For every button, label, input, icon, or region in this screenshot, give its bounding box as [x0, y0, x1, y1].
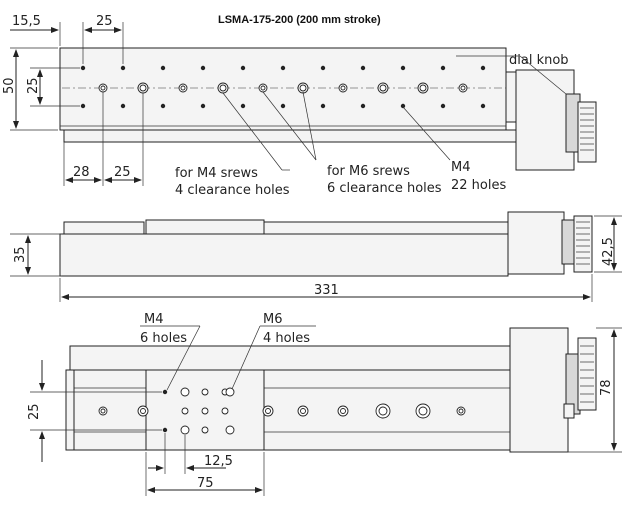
bottom-view: M4 6 holes M6 4 holes 25 78 12,5 75 — [27, 312, 622, 496]
dim-12-5: 12,5 — [204, 454, 233, 469]
bottom-view-base-holes — [98, 403, 466, 419]
top-view-stage-body — [59, 47, 507, 131]
bottom-view-carriage-holes — [162, 387, 235, 435]
bottom-view-base — [65, 369, 511, 451]
top-view-clearance-holes — [98, 82, 468, 94]
side-view-carriage-left — [63, 221, 145, 235]
dim-35: 35 — [13, 246, 28, 263]
dim-75: 75 — [197, 476, 214, 491]
top-view-m4-holes — [80, 65, 486, 109]
drawing-title: LSMA-175-200 (200 mm stroke) — [218, 14, 381, 26]
label-m6-bottom-line1: M6 — [263, 312, 283, 327]
top-view: 15,5 25 50 25 28 25 for M4 srews 4 clear… — [2, 14, 597, 198]
dim-15-5: 15,5 — [12, 14, 41, 29]
label-m4-bottom-line2: 6 holes — [140, 331, 187, 346]
label-m4-screws-line1: for M4 srews — [175, 166, 258, 181]
side-view-motor — [507, 211, 565, 275]
dim-78: 78 — [599, 379, 614, 396]
bottom-view-top-rail — [69, 345, 511, 371]
dial-knob-side — [573, 215, 593, 273]
top-view-motor-flange — [505, 71, 517, 123]
top-view-base-plate — [63, 129, 517, 143]
dim-25-bottom-view: 25 — [27, 403, 42, 420]
label-m4-holes-line1: M4 — [451, 160, 471, 175]
dim-25-top: 25 — [96, 14, 113, 29]
label-m6-screws-line2: 6 clearance holes — [327, 181, 442, 196]
side-view-carriage — [145, 219, 265, 235]
side-view: 35 42,5 331 — [10, 211, 622, 302]
dim-25-bottom: 25 — [114, 165, 131, 180]
dim-50: 50 — [2, 77, 17, 94]
dial-knob-bottom — [577, 337, 597, 411]
side-view-base — [59, 233, 509, 277]
label-dial-knob: dial knob — [509, 53, 569, 68]
dim-25-left: 25 — [26, 77, 41, 94]
label-m6-bottom-line2: 4 holes — [263, 331, 310, 346]
dim-331: 331 — [314, 283, 339, 298]
dim-28: 28 — [73, 165, 90, 180]
dim-42-5: 42,5 — [601, 237, 616, 266]
bottom-view-motor — [509, 327, 569, 453]
label-m6-screws-line1: for M6 srews — [327, 164, 410, 179]
top-view-motor-housing — [515, 69, 575, 171]
label-m4-screws-line2: 4 clearance holes — [175, 183, 290, 198]
label-m4-holes-line2: 22 holes — [451, 178, 506, 193]
label-m4-bottom-line1: M4 — [144, 312, 164, 327]
side-view-carriage-right — [263, 221, 509, 235]
